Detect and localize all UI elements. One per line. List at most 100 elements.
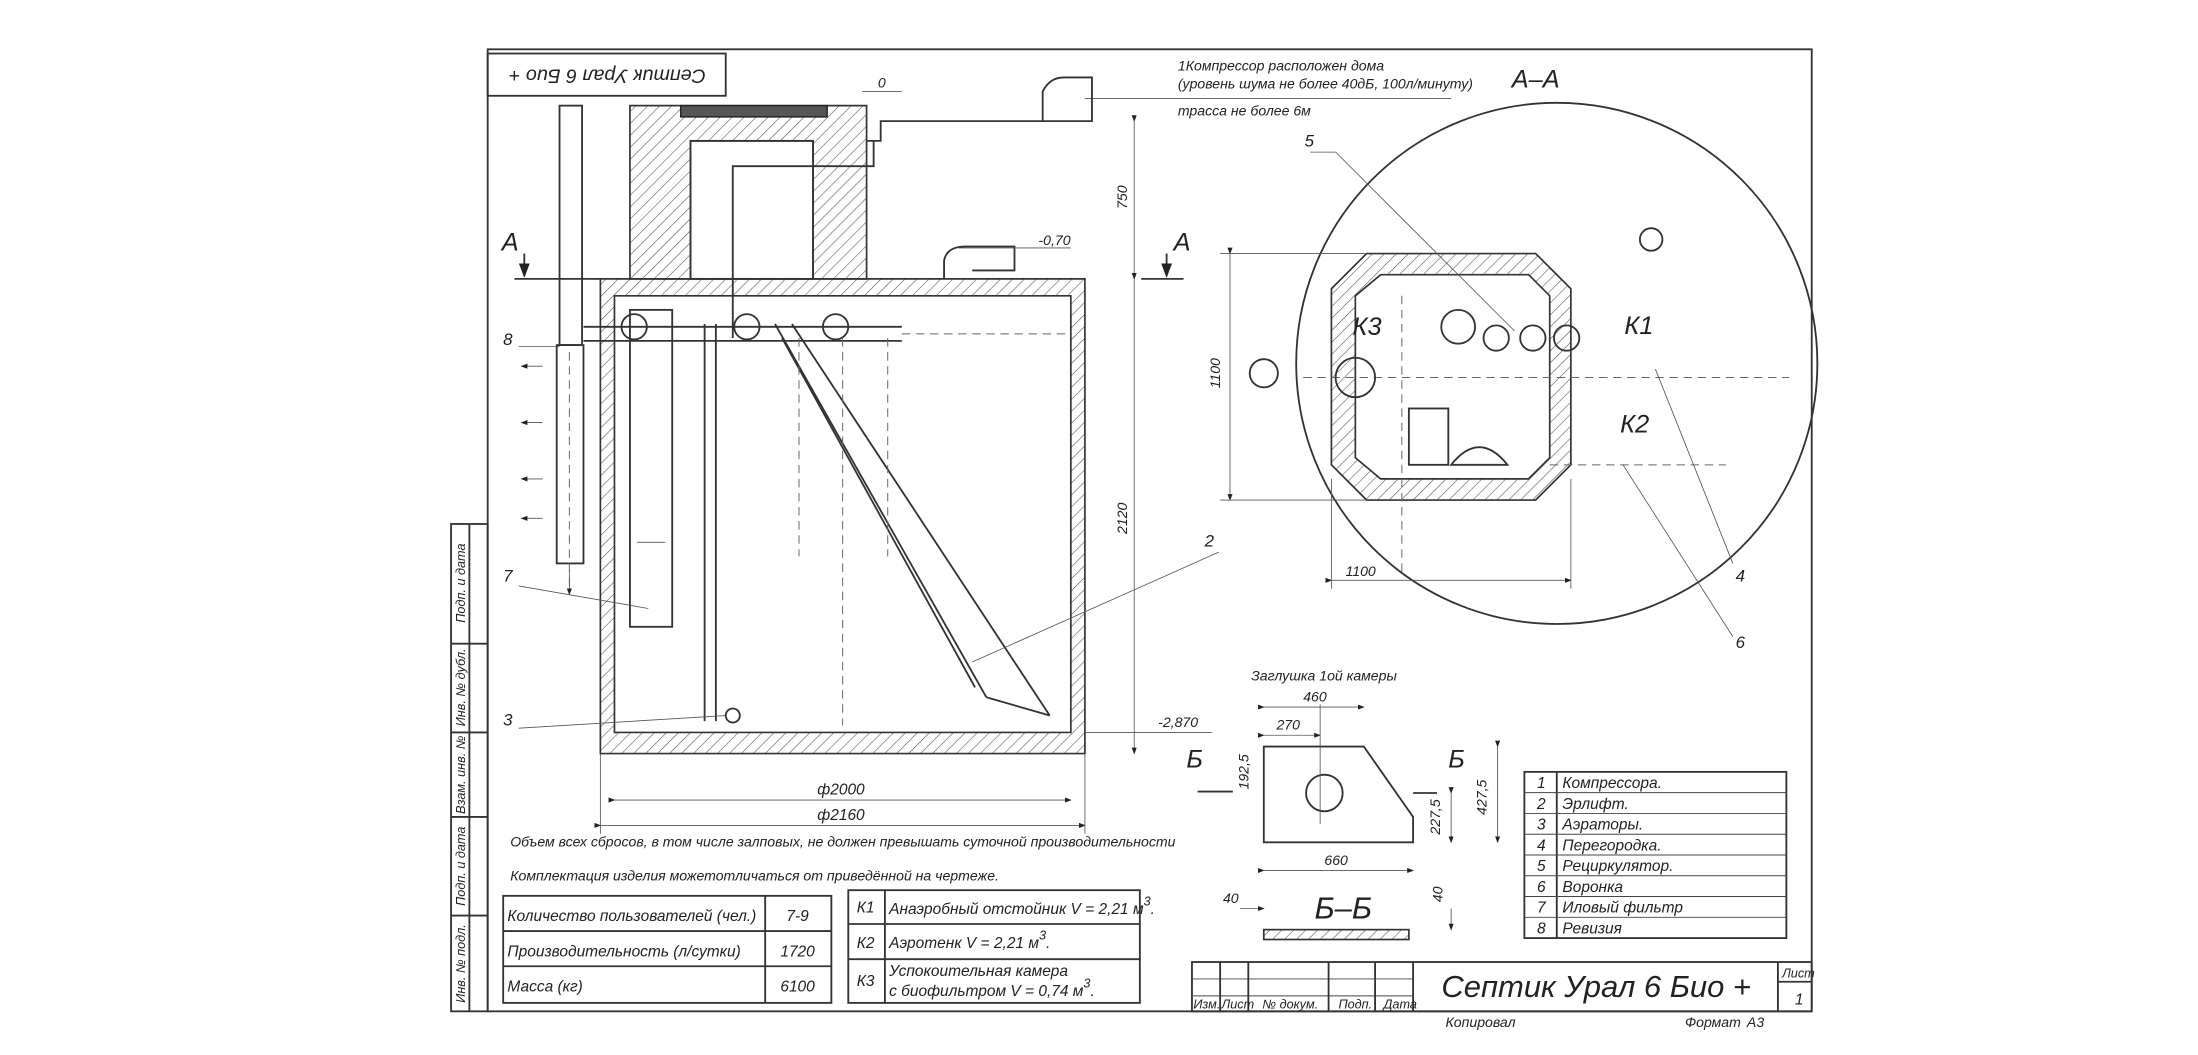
callout-3: 3 (503, 710, 513, 729)
chamber-id: К1 (857, 900, 875, 917)
superscript: 3 (1039, 928, 1046, 942)
format-value: А3 (1746, 1014, 1764, 1030)
spec-value: 7-9 (786, 908, 809, 925)
stamp-label: Взам. инв. № (454, 735, 468, 814)
col-izm: Изм. (1193, 998, 1220, 1012)
legend-label: Рециркулятор. (1562, 858, 1673, 875)
dim-270: 270 (1275, 717, 1300, 733)
copied-label: Копировал (1446, 1014, 1516, 1030)
legend-label: Ревизия (1562, 921, 1622, 938)
side-stamp: Подп. и дата Инв. № дубл. Взам. инв. № П… (450, 523, 489, 1013)
dim-460: 460 (1303, 688, 1327, 704)
level-0: 0 (878, 74, 886, 90)
plug-caption: Заглушка 1ой камеры (1251, 667, 1397, 683)
legend-label: Иловый фильтр (1562, 900, 1683, 917)
chambers-table: К1 Анаэробный отстойник V = 2,21 м3. К2 … (847, 889, 1155, 1004)
note-discharge: Объем всех сбросов, в том числе залповых… (510, 834, 1175, 850)
level-070: -0,70 (1038, 232, 1070, 248)
dim-d2000: ф2000 (817, 781, 865, 798)
superscript: 3 (1083, 976, 1090, 990)
callout-5: 5 (1305, 131, 1315, 150)
section-mark-a-right: А (1172, 229, 1191, 257)
legend-number: 7 (1537, 900, 1547, 917)
spec-label: Производительность (л/сутки) (507, 943, 740, 960)
dim-660: 660 (1324, 852, 1348, 868)
note-completeness: Комплектация изделия можетотличаться от … (510, 867, 999, 883)
sheet-label: Лист (1781, 967, 1815, 981)
legend-number: 6 (1537, 879, 1546, 896)
dim-2120: 2120 (1114, 503, 1130, 535)
col-doc: № докум. (1262, 998, 1318, 1012)
svg-text:с биофильтром V = 0,74 м3.: с биофильтром V = 0,74 м3. (889, 976, 1095, 999)
chamber-desc: Анаэробный отстойник V = 2,21 м (888, 901, 1144, 918)
spec-label: Количество пользователей (чел.) (507, 908, 756, 925)
stamp-label: Подп. и дата (454, 827, 468, 906)
stamp-label: Инв. № подл. (454, 924, 468, 1003)
legend-label: Аэраторы. (1561, 817, 1643, 834)
dim-d2160: ф2160 (817, 807, 865, 824)
section-title-bb: Б–Б (1315, 890, 1373, 925)
spec-value: 6100 (780, 979, 815, 996)
section-mark-b-right: Б (1448, 746, 1465, 774)
side-view: А А 0 -0,70 -2,870 750 2120 ф2000 ф2160 … (500, 74, 1219, 834)
plan-title: А–А (1510, 65, 1560, 93)
stamp-label: Инв. № дубл. (454, 648, 468, 726)
dim-427-5: 427,5 (1473, 779, 1489, 814)
punct: . (1090, 983, 1094, 1000)
svg-text:Анаэробный отстойник V = 2,21: Анаэробный отстойник V = 2,21 м3. (888, 895, 1155, 918)
chamber-id: К2 (857, 935, 875, 952)
note-compressor-1: 1Компрессор расположен дома (1178, 57, 1384, 73)
punct: . (1151, 901, 1155, 918)
legend-label: Эрлифт. (1562, 796, 1628, 813)
chamber-desc-2: с биофильтром V = 0,74 м (889, 983, 1084, 1000)
plug-view: Заглушка 1ой камеры 460 270 Б Б 192,5 22… (1186, 667, 1501, 941)
mirrored-title: Септик Урал 6 Био + (509, 64, 706, 86)
dim-1100-horizontal: 1100 (1345, 563, 1375, 579)
callout-8: 8 (503, 330, 513, 349)
superscript: 3 (1144, 895, 1151, 909)
chamber-k1: К1 (1624, 312, 1653, 340)
product-title: Септик Урал 6 Био + (1441, 969, 1751, 1004)
callout-2: 2 (1204, 532, 1215, 551)
legend-number: 4 (1537, 837, 1546, 854)
legend-label: Перегородка. (1562, 837, 1661, 854)
spec-label: Масса (кг) (507, 979, 582, 996)
spec-value: 1720 (780, 943, 815, 960)
punct: . (1046, 935, 1050, 952)
specs-table: Количество пользователей (чел.) 7-9 Прои… (502, 894, 833, 1004)
plan-view: А–А К1 К2 К3 1100 1100 5 4 6 (1207, 65, 1819, 652)
dim-227-5: 227,5 (1427, 799, 1443, 835)
legend-label: Воронка (1562, 879, 1623, 896)
note-compressor-2: (уровень шума не более 40дБ, 100л/минуту… (1178, 76, 1473, 92)
legend-number: 8 (1537, 921, 1546, 938)
title-block: Изм. Лист № докум. Подп. Дата Септик Ура… (1191, 961, 1815, 1030)
col-date: Дата (1382, 998, 1417, 1012)
section-mark-a-left: А (500, 229, 519, 257)
chamber-id: К3 (857, 973, 875, 990)
chamber-k3: К3 (1353, 313, 1382, 341)
chamber-desc: Успокоительная камера (888, 963, 1068, 980)
chamber-desc: Аэротенк V = 2,21 м (888, 935, 1039, 952)
chamber-k2: К2 (1620, 410, 1649, 438)
callout-4: 4 (1736, 567, 1745, 586)
legend-number: 1 (1537, 775, 1546, 792)
mirrored-title-box: Септик Урал 6 Био + (486, 52, 727, 97)
note-route: трасса не более 6м (1178, 103, 1311, 119)
legend-number: 5 (1537, 858, 1546, 875)
legend-number: 2 (1536, 796, 1546, 813)
section-mark-b-left: Б (1186, 746, 1203, 774)
dim-40-vertical: 40 (1430, 886, 1446, 902)
dim-192-5: 192,5 (1235, 754, 1251, 789)
col-sign: Подп. (1338, 998, 1372, 1012)
level-2870: -2,870 (1158, 714, 1198, 730)
callout-6: 6 (1736, 633, 1746, 652)
format-label: Формат (1685, 1014, 1741, 1030)
dim-750: 750 (1114, 185, 1130, 209)
legend-number: 3 (1537, 817, 1546, 834)
legend-label: Компрессора. (1562, 775, 1662, 792)
svg-text:Аэротенк V = 2,21 м3.: Аэротенк V = 2,21 м3. (888, 928, 1050, 951)
legend-table: 1 Компрессора. 2 Эрлифт. 3 Аэраторы. 4 Перегоро… (1523, 770, 1788, 940)
callout-7: 7 (503, 567, 513, 586)
sheet-number: 1 (1795, 991, 1804, 1008)
